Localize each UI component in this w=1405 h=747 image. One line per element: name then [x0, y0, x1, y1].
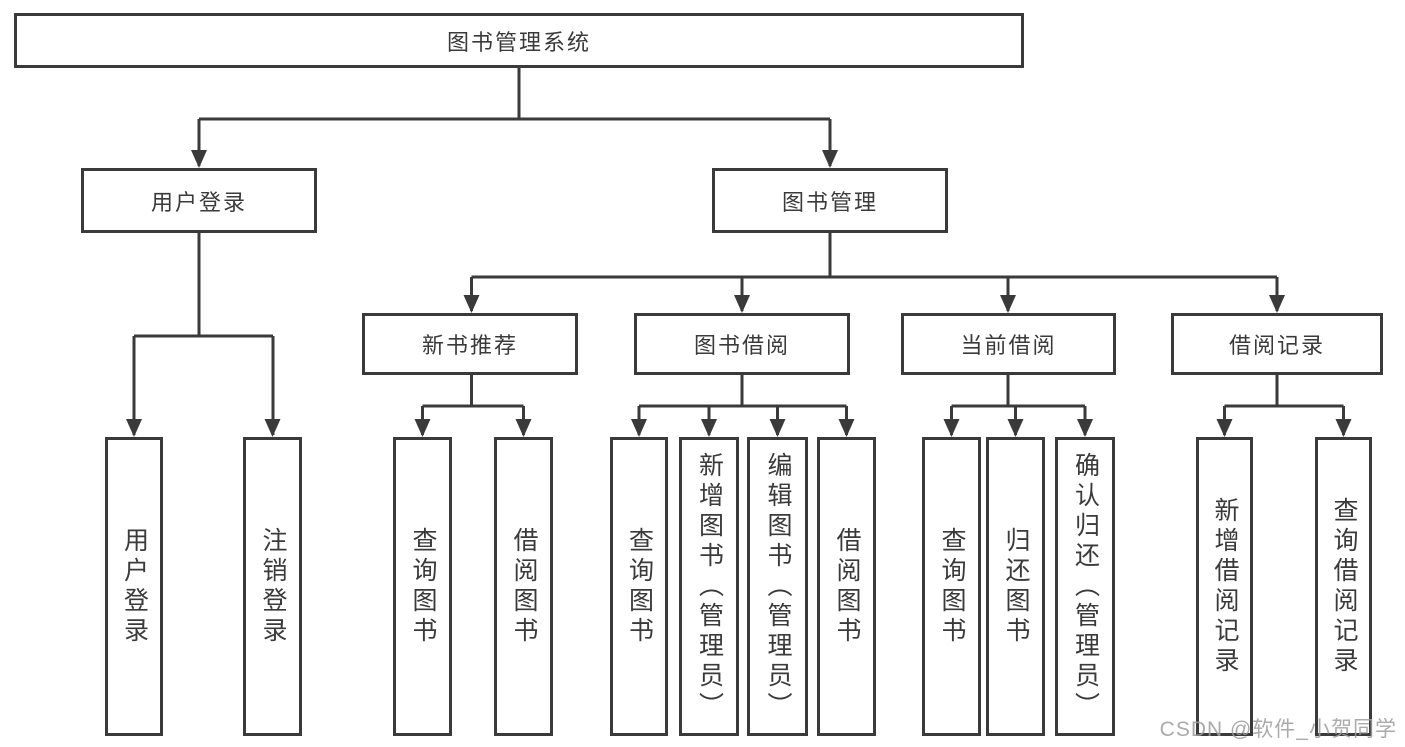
node-add-books-admin: 新增图书（管理员） [679, 437, 739, 736]
node-label: 新书推荐 [421, 333, 518, 358]
node-borrow-books-recommend: 借阅图书 [494, 437, 553, 736]
node-label: 借阅图书 [510, 526, 538, 647]
node-label: 确认归还（管理员） [1071, 451, 1100, 722]
node-label: 图书管理 [781, 189, 878, 215]
node-label: 新增图书（管理员） [695, 451, 724, 722]
node-label: 当前借阅 [960, 333, 1057, 358]
node-label: 借阅图书 [833, 526, 861, 647]
node-book-management: 图书管理 [712, 168, 948, 233]
node-label: 编辑图书（管理员） [764, 451, 792, 722]
node-query-borrow-record: 查询借阅记录 [1315, 437, 1372, 736]
node-library-management-system: 图书管理系统 [14, 13, 1024, 68]
node-confirm-return-admin: 确认归还（管理员） [1055, 437, 1115, 736]
node-edit-books-admin: 编辑图书（管理员） [747, 437, 808, 736]
node-new-book-recommendation: 新书推荐 [362, 313, 578, 375]
node-user-login-action: 用户登录 [105, 437, 163, 736]
node-user-login: 用户登录 [81, 168, 317, 233]
node-label: 查询图书 [625, 526, 654, 647]
node-query-books-borrow: 查询图书 [610, 437, 668, 736]
node-label: 查询图书 [409, 526, 437, 647]
node-return-books: 归还图书 [986, 437, 1045, 736]
node-label: 图书管理系统 [446, 29, 591, 55]
node-label: 借阅记录 [1228, 333, 1325, 358]
node-label: 新增借阅记录 [1211, 496, 1239, 677]
node-query-books-recommend: 查询图书 [393, 437, 452, 736]
node-logout-action: 注销登录 [243, 437, 302, 736]
node-borrowing-records: 借阅记录 [1171, 313, 1383, 375]
node-label: 查询借阅记录 [1330, 496, 1358, 677]
node-label: 查询图书 [938, 526, 966, 647]
node-add-borrow-record: 新增借阅记录 [1196, 437, 1253, 736]
node-book-borrowing: 图书借阅 [634, 313, 850, 375]
node-label: 图书借阅 [693, 333, 790, 358]
node-borrow-books: 借阅图书 [817, 437, 876, 736]
node-label: 归还图书 [1002, 526, 1030, 647]
node-label: 用户登录 [120, 526, 149, 647]
node-label: 注销登录 [259, 526, 287, 647]
node-query-books-current: 查询图书 [922, 437, 981, 736]
connector-wires [132, 68, 1345, 435]
node-current-borrowing: 当前借阅 [901, 313, 1116, 375]
node-label: 用户登录 [150, 189, 247, 215]
csdn-watermark: CSDN @软件_小贺同学 [1159, 718, 1397, 741]
